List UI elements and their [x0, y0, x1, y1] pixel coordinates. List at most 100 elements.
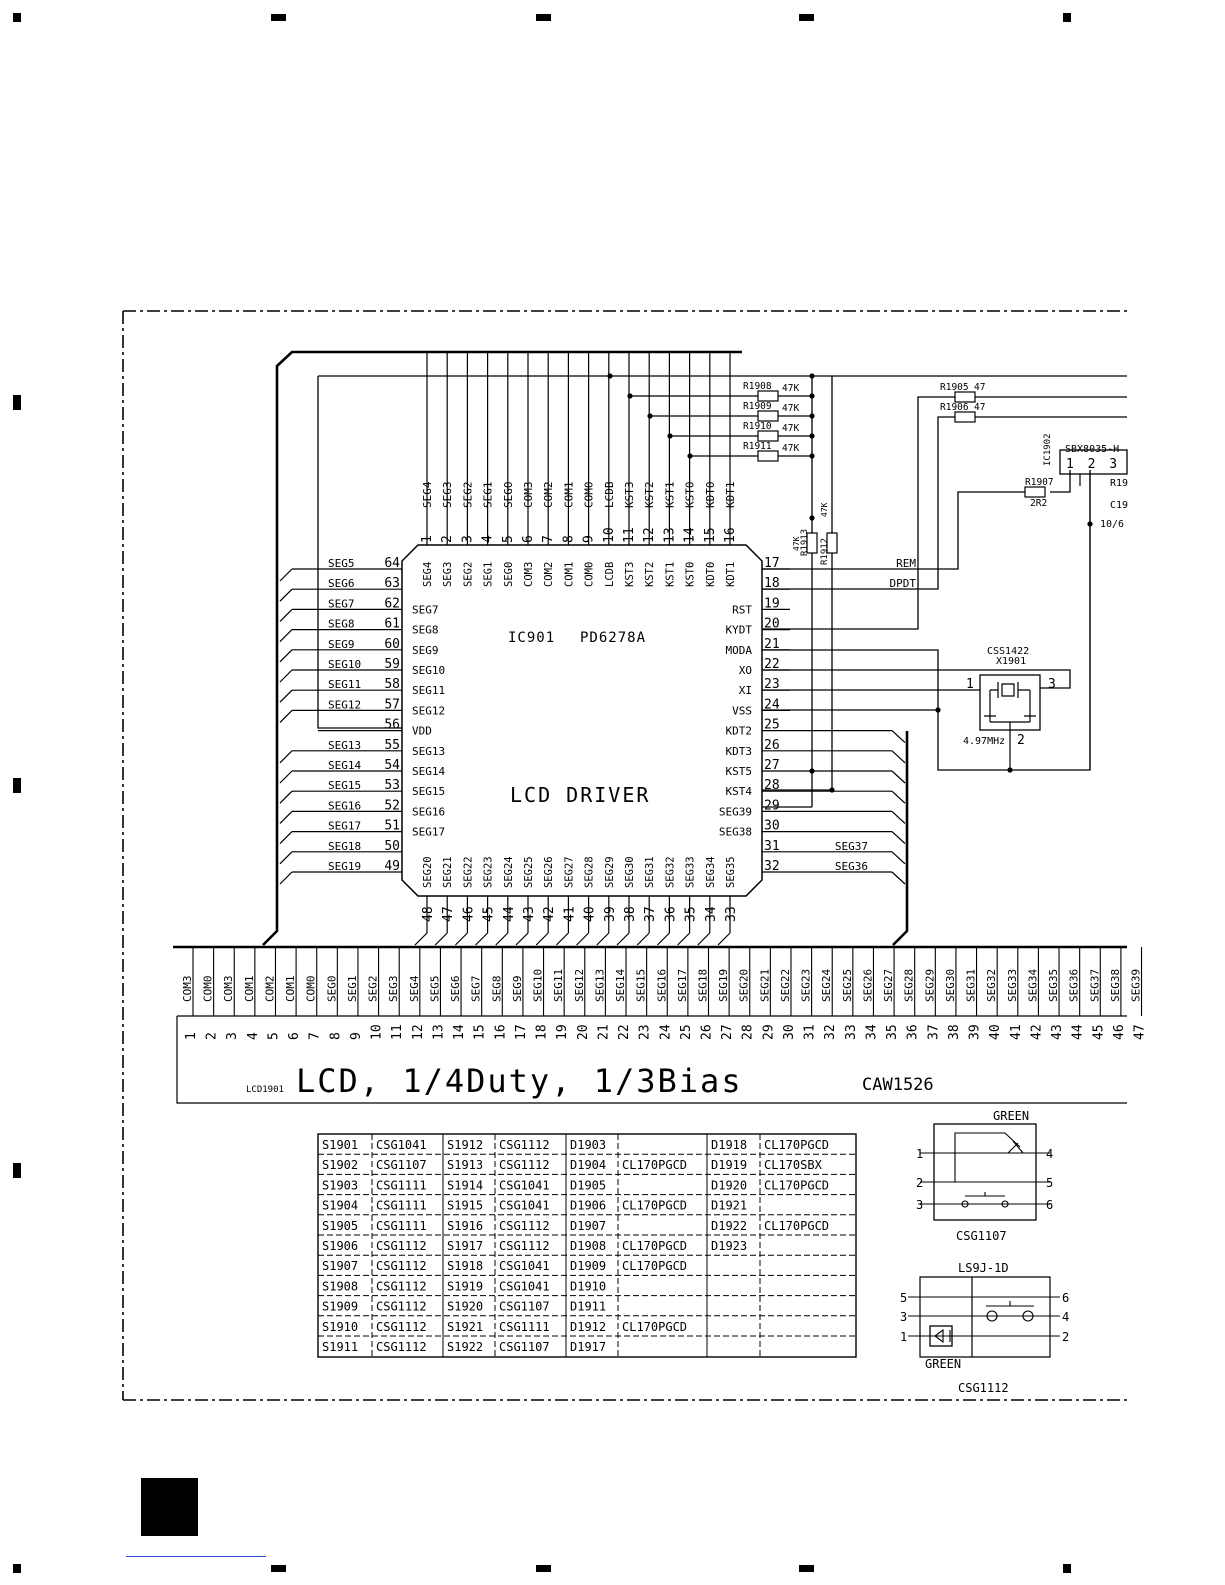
table-cell: CSG1111: [376, 1199, 427, 1213]
bus-entry: [475, 932, 489, 946]
registration-mark: [13, 13, 21, 22]
lcd-pin-number: 45: [1091, 1024, 1106, 1040]
ic-pin-name: SEG23: [483, 856, 495, 888]
ic-pin-number: 44: [502, 906, 517, 922]
table-cell: D1918: [711, 1138, 747, 1152]
ic-pin-number: 7: [541, 535, 556, 543]
ic-pin-number: 41: [562, 906, 577, 922]
lcd-pin-name: COM3: [181, 976, 194, 1003]
switch1-pin: 4: [1046, 1147, 1053, 1161]
ic-pin-name: SEG27: [563, 856, 575, 888]
bus-entry: [891, 770, 906, 784]
lcd-pin-number: 25: [679, 1024, 694, 1040]
bus-entry: [891, 810, 906, 824]
switch2-pin: 4: [1062, 1310, 1069, 1324]
resistor-ref: R1910: [743, 421, 772, 432]
ic-net-label: SEG10: [328, 658, 361, 671]
table-cell: CSG1112: [499, 1158, 550, 1172]
ic-pin-number: 56: [384, 718, 400, 733]
ic-pin-number: 22: [764, 657, 780, 672]
ic-net-label: SEG5: [328, 557, 355, 570]
switch1-pin: 2: [916, 1176, 923, 1190]
table-cell: CSG1112: [499, 1219, 550, 1233]
ic-top-net-label: SEG3: [441, 482, 454, 509]
lcd-pin-number: 40: [988, 1024, 1003, 1040]
lcd-pin-name: SEG29: [923, 969, 936, 1002]
table-cell: D1905: [570, 1178, 606, 1192]
table-cell: S1908: [322, 1279, 358, 1293]
ic-pin-number: 55: [384, 738, 400, 753]
ic-part-label: PD6278A: [580, 630, 646, 646]
table-cell: D1912: [570, 1320, 606, 1334]
lcd-pin-name: COM3: [222, 976, 235, 1003]
receiver-capacitor: C19: [1110, 500, 1128, 511]
bus-entry: [414, 932, 428, 946]
ic-pin-name: KYDT: [726, 624, 753, 637]
ic-pin-name: SEG20: [422, 856, 434, 888]
bus-entry: [891, 790, 906, 804]
lcd-pin-name: SEG19: [717, 969, 730, 1002]
lcd-pin-number: 22: [617, 1024, 632, 1040]
bus-entry: [279, 790, 293, 804]
ic-pin-number: 64: [384, 556, 400, 571]
resistor-ref: R1907: [1025, 477, 1054, 488]
ic-pin-name: SEG25: [523, 856, 535, 888]
table-cell: S1915: [447, 1199, 483, 1213]
ic-pin-number: 19: [764, 596, 780, 611]
ic-top-net-label: KDT0: [704, 482, 717, 509]
table-cell: S1903: [322, 1178, 358, 1192]
registration-mark: [271, 14, 286, 21]
switch2-color: GREEN: [925, 1357, 961, 1371]
ic-pin-number: 63: [384, 576, 400, 591]
lcd-pin-name: SEG18: [697, 969, 710, 1002]
lcd-pin-name: SEG0: [325, 976, 338, 1003]
ic-pin-name: SEG35: [725, 856, 737, 888]
table-cell: S1912: [447, 1138, 483, 1152]
lcd-pin-number: 36: [906, 1024, 921, 1040]
table-cell: S1913: [447, 1158, 483, 1172]
switch1-pin: 5: [1046, 1176, 1053, 1190]
bus-entry: [891, 851, 906, 865]
ic-pin-name: SEG0: [503, 562, 515, 587]
lcd-pin-name: SEG33: [1006, 969, 1019, 1002]
lcd-pin-name: COM0: [202, 976, 215, 1003]
table-cell: CSG1112: [376, 1279, 427, 1293]
lcd-pin-number: 29: [761, 1024, 776, 1040]
lcd-pin-name: SEG26: [861, 969, 874, 1002]
lcd-pin-number: 42: [1029, 1024, 1044, 1040]
switch2-pin: 5: [900, 1291, 907, 1305]
resistor-value: 47K: [782, 443, 799, 454]
lcd-pin-number: 1: [184, 1032, 199, 1040]
ic-pin-name: SEG3: [442, 562, 454, 587]
table-cell: CL170PGCD: [622, 1158, 687, 1172]
switch2-model: LS9J-1D: [958, 1261, 1009, 1275]
lcd-pin-number: 17: [514, 1024, 529, 1040]
resistor-ref: R1906: [940, 402, 969, 413]
ic-pin-number: 53: [384, 778, 400, 793]
table-cell: CSG1041: [499, 1279, 550, 1293]
ic-pin-number: 16: [723, 527, 738, 543]
ic-pin-name: SEG31: [644, 856, 656, 888]
switch2-pin: 2: [1062, 1330, 1069, 1344]
bus-entry: [279, 831, 293, 845]
table-cell: CSG1111: [499, 1320, 550, 1334]
ic-net-label: SEG11: [328, 678, 361, 691]
ic-pin-name: COM2: [543, 562, 555, 587]
ic-top-net-label: COM3: [522, 482, 535, 509]
ic-pin-name: SEG12: [412, 704, 445, 717]
bus-entry: [279, 689, 293, 703]
table-cell: S1920: [447, 1300, 483, 1314]
bus-entry: [454, 932, 468, 946]
ic-pin-name: SEG24: [503, 856, 515, 888]
table-cell: CSG1112: [376, 1259, 427, 1273]
lcd-pin-number: 37: [926, 1024, 941, 1040]
switch1-pin: 6: [1046, 1198, 1053, 1212]
lcd-pin-number: 43: [1050, 1024, 1065, 1040]
registration-mark: [13, 1564, 21, 1573]
resistor-ref: R1909: [743, 401, 772, 412]
ic-pin-number: 27: [764, 758, 780, 773]
lcd-pin-number: 9: [349, 1032, 364, 1040]
bus-entry: [891, 871, 906, 885]
table-cell: CSG1112: [376, 1239, 427, 1253]
ic-pin-name: SEG1: [483, 562, 495, 587]
